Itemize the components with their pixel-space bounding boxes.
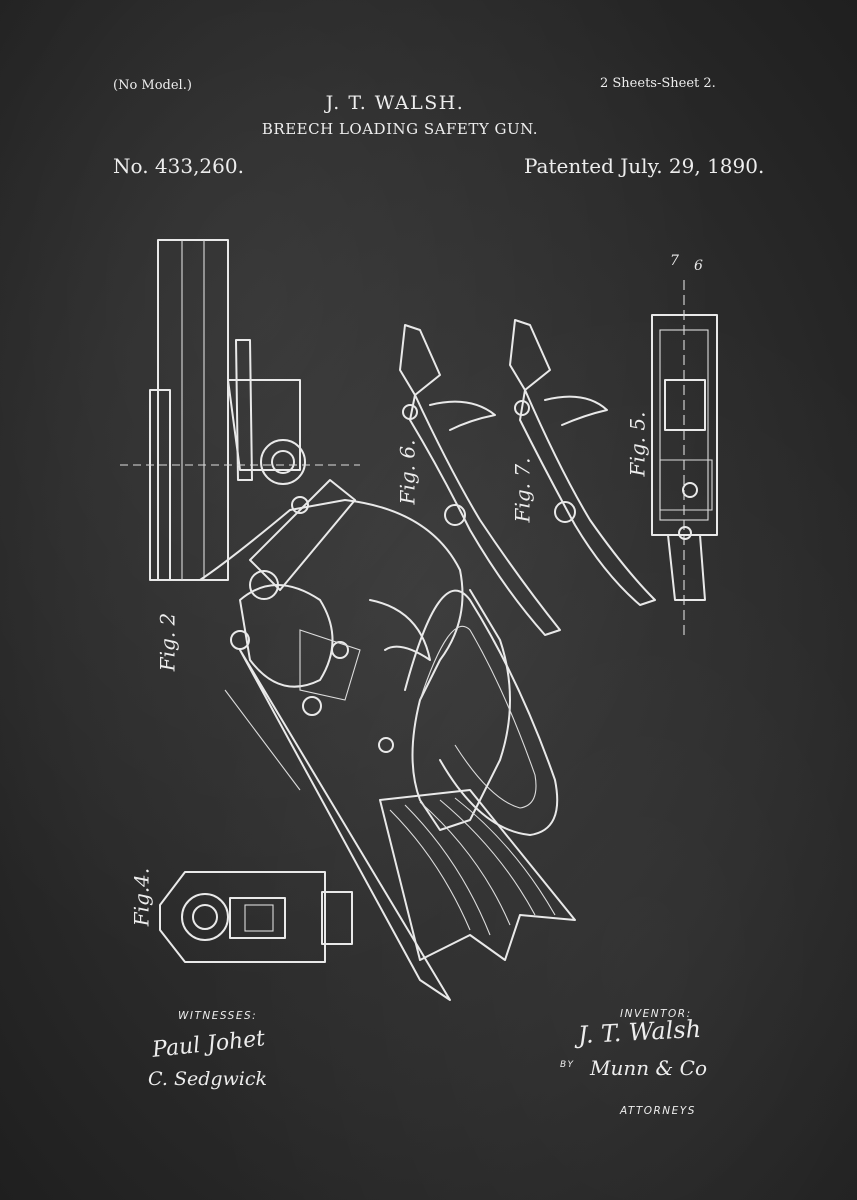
patent-title: BREECH LOADING SAFETY GUN. xyxy=(261,120,539,138)
sheet-number: 2 Sheets-Sheet 2. xyxy=(600,76,716,91)
attorney-signature: Munn & Co xyxy=(590,1056,707,1080)
model-note: (No Model.) xyxy=(113,78,192,93)
fig6-label: Fig. 6. xyxy=(395,439,420,505)
inventor-label: INVENTOR: xyxy=(620,1008,692,1020)
fig5-label-6: 6 xyxy=(694,258,703,274)
fig5-label-7: 7 xyxy=(670,253,679,269)
fig7-label: Fig. 7. xyxy=(510,457,535,523)
fig6-drawing xyxy=(399,324,561,636)
fig5-drawing: 7 6 xyxy=(651,253,718,640)
fig2-label: Fig. 2 xyxy=(155,612,180,672)
attorneys-label: ATTORNEYS xyxy=(620,1105,696,1117)
fig2-drawing xyxy=(120,239,576,1001)
by-label: BY xyxy=(560,1060,575,1070)
patent-date: Patented July. 29, 1890. xyxy=(524,154,765,178)
patent-number: No. 433,260. xyxy=(113,154,244,178)
fig7-drawing xyxy=(509,319,656,606)
witness-signature-2: C. Sedgwick xyxy=(148,1068,268,1090)
fig4-label: Fig.4. xyxy=(129,867,154,927)
fig4-drawing xyxy=(159,871,353,963)
fig5-label: Fig. 5. xyxy=(625,411,650,477)
witnesses-label: WITNESSES: xyxy=(178,1010,258,1022)
inventor-name-heading: J. T. WALSH. xyxy=(325,92,465,114)
